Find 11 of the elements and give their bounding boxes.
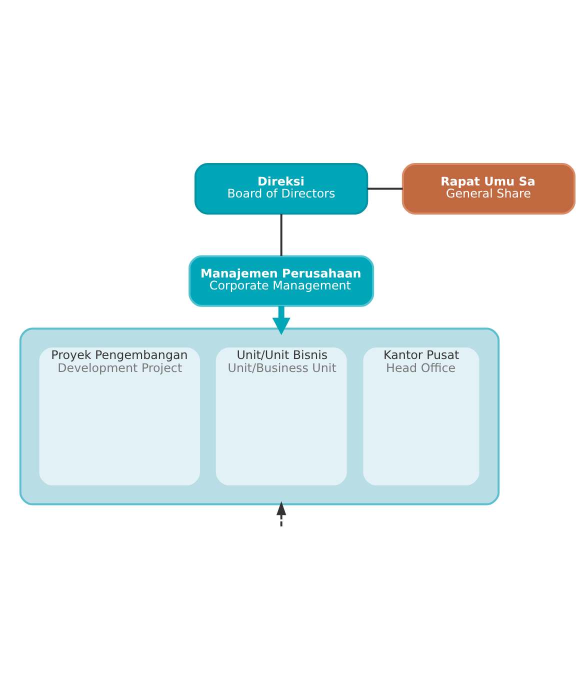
node-box: Kantor Pusat Head Office	[363, 347, 480, 485]
arrow	[272, 305, 290, 335]
arrow	[276, 500, 286, 526]
node-box: Manajemen Perusahaan Corporate Management	[188, 254, 374, 306]
node-box: Unit/Unit Bisnis Unit/Business Unit	[216, 347, 347, 485]
cluster	[19, 327, 500, 505]
node-box: Proyek Pengembangan Development Project	[39, 347, 200, 485]
node-box: Direksi Board of Directors	[194, 162, 368, 214]
connector	[280, 213, 282, 256]
node-box: Rapat Umu Sa General Share	[402, 162, 576, 214]
connector	[367, 187, 403, 190]
